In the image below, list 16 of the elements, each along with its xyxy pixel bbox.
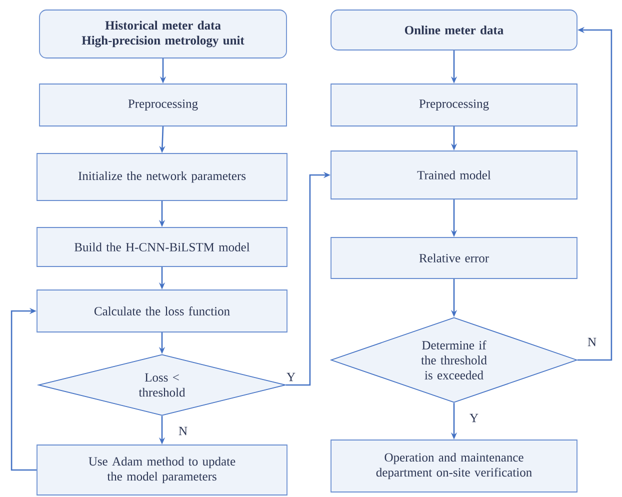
start-box: Historical meter data High-precision metrology unit	[39, 10, 287, 58]
process-box: Initialize the network parameters	[36, 153, 288, 201]
start-box: Online meter data	[330, 10, 578, 50]
edge-label: N	[586, 336, 598, 348]
process-box: Operation and maintenance department on-site verification	[330, 440, 578, 492]
process-box: Use Adam method to update the model parameters	[36, 444, 288, 496]
edge-label: N	[178, 426, 189, 436]
process-box: Calculate the loss function	[36, 290, 288, 332]
process-box: Relative error	[330, 237, 578, 279]
process-box: Preprocessing	[39, 84, 287, 126]
edge-label: Y	[285, 372, 297, 382]
process-box: Build the H-CNN-BiLSTM model	[36, 227, 288, 267]
edge-label: Y	[468, 412, 480, 424]
process-box: Preprocessing	[330, 84, 578, 126]
arrow	[10, 308, 37, 471]
process-box: Trained model	[330, 150, 578, 200]
